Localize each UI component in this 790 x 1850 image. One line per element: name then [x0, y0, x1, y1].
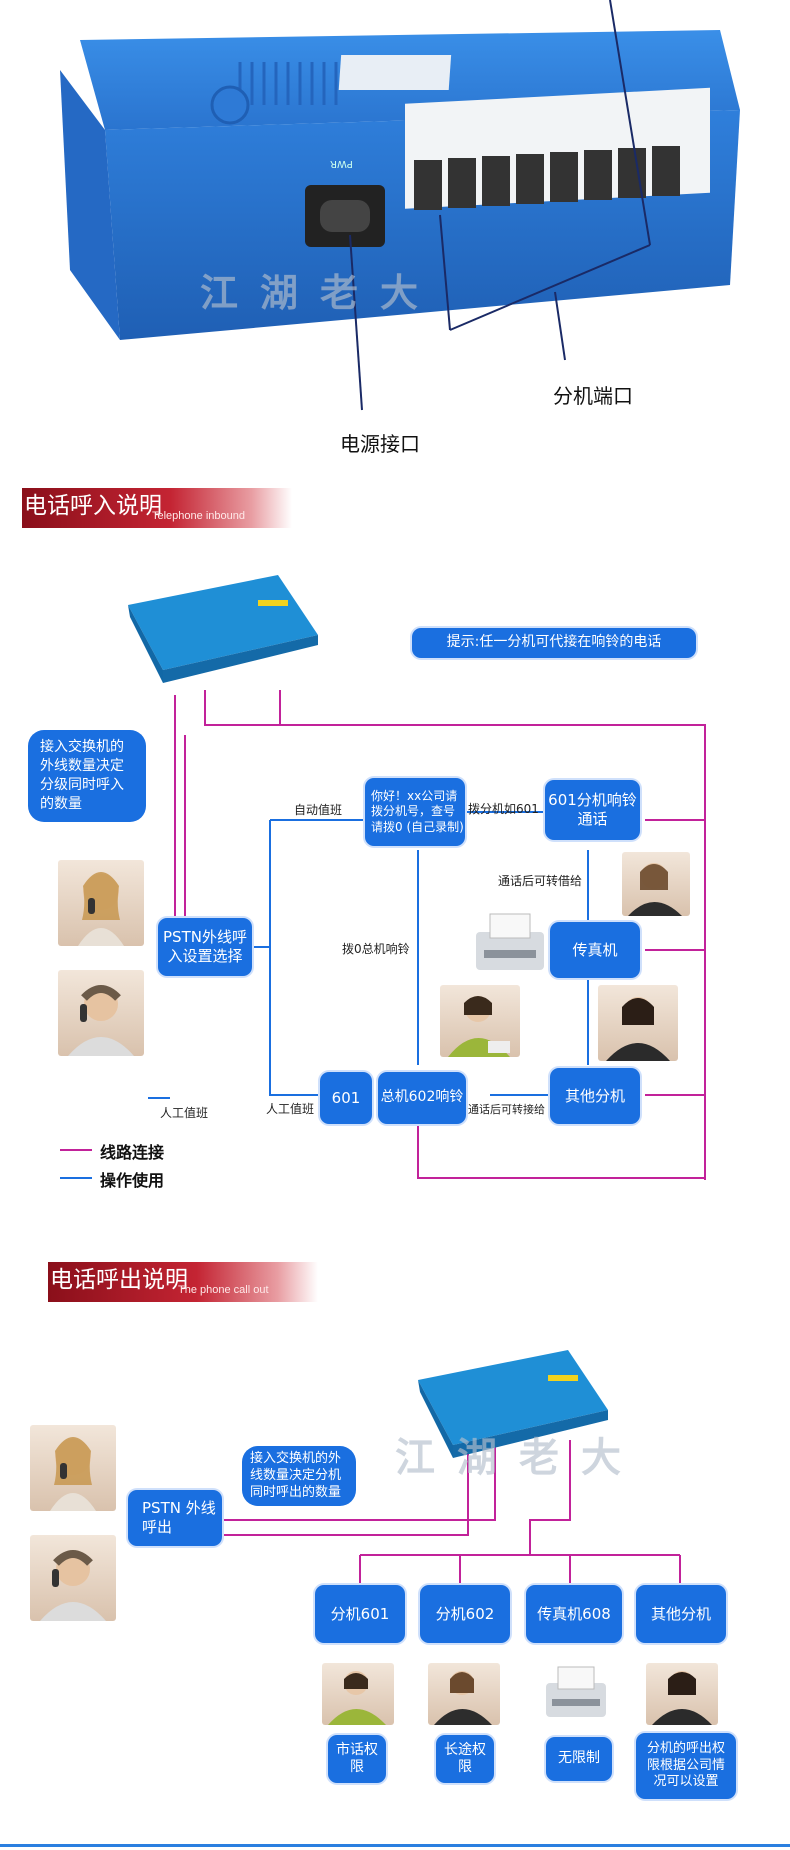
- legend-manual-duty: 人工值班: [160, 1106, 209, 1120]
- outbound-connection-lines: [222, 1440, 681, 1585]
- device-photo: PWR 江湖老大 分机端口 电源接口: [0, 0, 790, 456]
- bottom-divider: [0, 1844, 790, 1847]
- other-ext-out-box: 其他分机: [636, 1585, 726, 1643]
- outbound-banner-subtitle: The phone call out: [178, 1284, 269, 1296]
- fax-box: 传真机: [550, 922, 640, 978]
- photo-man-phone: [58, 970, 144, 1056]
- callout-power-port: 电源接口: [340, 432, 420, 456]
- photo-woman-desk-out: [428, 1663, 500, 1725]
- outbound-banner-title: 电话呼出说明: [50, 1267, 188, 1293]
- ext601-small-box: 601: [320, 1072, 372, 1124]
- other-extensions-box: 其他分机: [550, 1068, 640, 1124]
- perm-longdistance-box: 长途权限: [436, 1735, 494, 1783]
- photo-woman-headset-out: [646, 1663, 718, 1725]
- perm-configurable-box: 分机的呼出权限根据公司情况可以设置: [636, 1733, 736, 1799]
- pstn-outbound-box: PSTN 外线呼出: [128, 1490, 222, 1546]
- transfer-label-2: 通话后可转接给: [468, 1103, 545, 1116]
- dial-zero-label: 拨0总机响铃: [342, 942, 410, 956]
- photo-operator-out: [322, 1663, 394, 1725]
- photo-woman-phone-out: [30, 1425, 116, 1511]
- tip-banner: 提示:任一分机可代接在响铃的电话: [412, 628, 696, 658]
- ext601-out-box: 分机601: [315, 1585, 405, 1643]
- outbound-watermark: 江湖老大: [395, 1434, 643, 1481]
- fax-machine-image: [470, 910, 550, 976]
- outbound-banner: 电话呼出说明 The phone call out: [48, 1262, 318, 1302]
- outbound-device-image: [418, 1350, 608, 1460]
- greeting-box: 你好！xx公司请拨分机号，查号请拨0 (自己录制): [365, 778, 465, 846]
- dial-extension-label: 拨分机如601: [468, 802, 539, 816]
- fax-machine-out: [540, 1663, 612, 1723]
- inbound-note-bubble: 接入交换机的外线数量决定分级同时呼入的数量: [28, 730, 146, 822]
- perm-local-box: 市话权限: [328, 1735, 386, 1783]
- photo-woman-desk-phone: [622, 852, 690, 916]
- legend-operation: 操作使用: [100, 1171, 165, 1190]
- transfer-label-1: 通话后可转借给: [498, 874, 583, 888]
- pstn-inbound-box: PSTN外线呼入设置选择: [158, 918, 252, 976]
- photo-man-phone-out: [30, 1535, 116, 1621]
- outbound-note-bubble: 接入交换机的外线数量决定分机同时呼出的数量: [242, 1446, 356, 1506]
- inbound-banner-title: 电话呼入说明: [24, 493, 162, 519]
- pbx-device-illustration: [60, 0, 740, 411]
- photo-woman-headset: [598, 985, 678, 1061]
- port-label-pwr: PWR: [330, 158, 353, 169]
- perm-unlimited-box: 无限制: [546, 1737, 612, 1781]
- callout-extension-ports: 分机端口: [553, 384, 633, 408]
- watermark-text: 江湖老大: [200, 270, 441, 315]
- ext602-out-box: 分机602: [420, 1585, 510, 1643]
- legend-line-connection: 线路连接: [100, 1143, 165, 1162]
- inbound-device-image: [128, 575, 318, 685]
- inbound-connection-lines: [60, 690, 706, 1180]
- inbound-banner: 电话呼入说明 Telephone inbound: [22, 488, 292, 528]
- ext601-ring-box: 601分机响铃通话: [545, 780, 640, 840]
- manual-duty-label: 人工值班: [266, 1102, 315, 1116]
- auto-duty-label: 自动值班: [294, 803, 343, 817]
- inbound-banner-subtitle: Telephone inbound: [152, 510, 245, 522]
- photo-operator-woman: [440, 985, 520, 1057]
- fax608-out-box: 传真机608: [526, 1585, 622, 1643]
- photo-woman-phone: [58, 860, 144, 946]
- main602-ring-box: 总机602响铃: [378, 1072, 466, 1124]
